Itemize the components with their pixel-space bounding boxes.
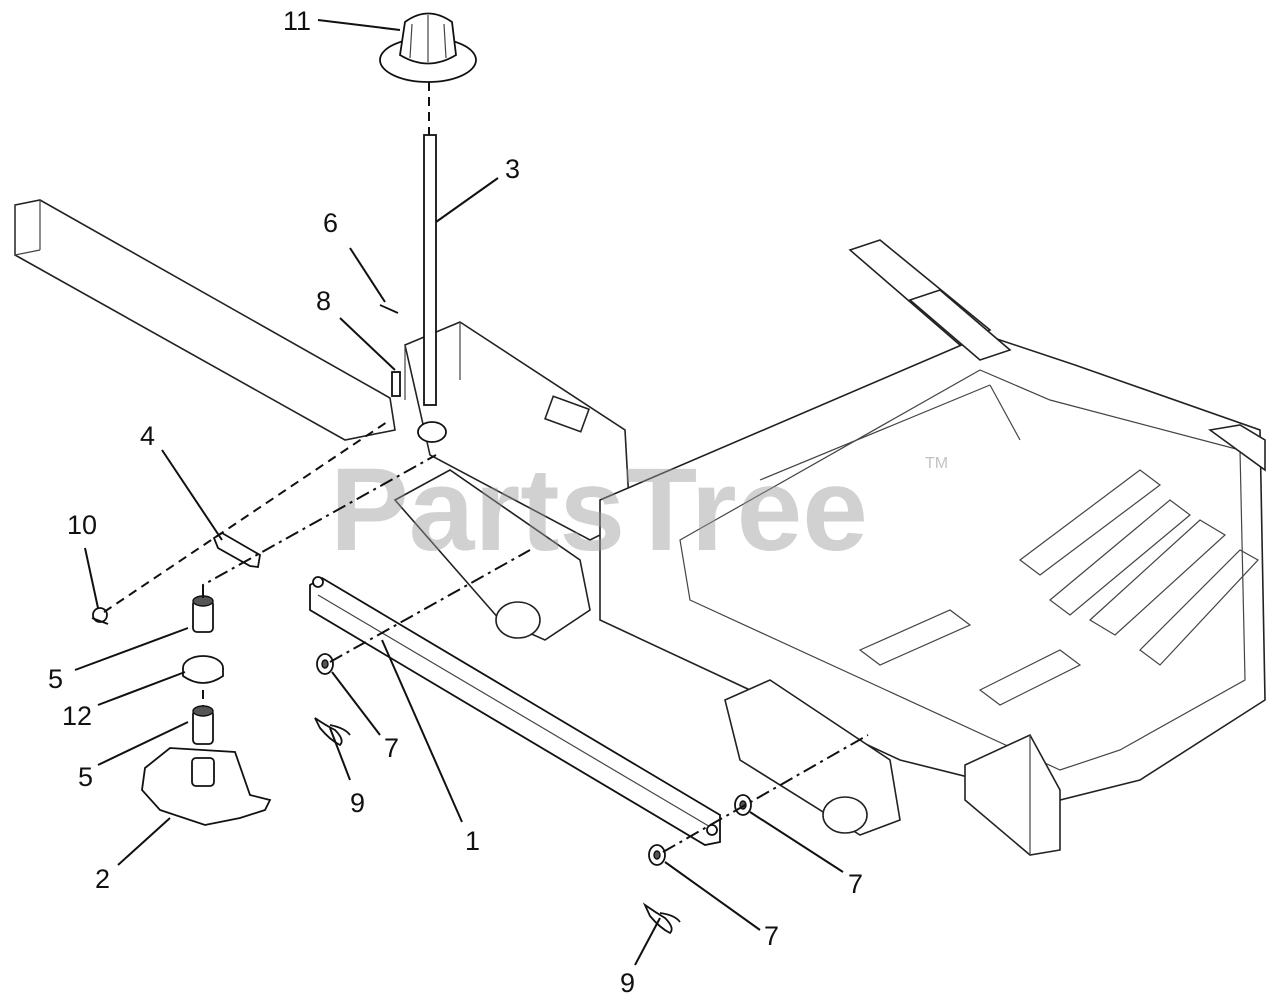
watermark: PartsTree TM	[330, 444, 948, 576]
callout-11: 11	[283, 6, 311, 36]
part-9-clip-a	[314, 717, 351, 747]
callout-9-a: 9	[350, 788, 365, 818]
callout-1: 1	[465, 826, 480, 856]
leader-lines	[74, 19, 844, 966]
part-7-washer-a	[316, 653, 334, 675]
callout-9-b: 9	[620, 968, 635, 998]
part-7-washer-b	[734, 794, 752, 816]
callout-3: 3	[505, 154, 520, 184]
watermark-tm: TM	[925, 455, 948, 472]
rod-bushing	[417, 421, 447, 443]
part-6-pin	[379, 304, 399, 314]
callout-4: 4	[140, 421, 155, 451]
part-2-height-plate	[141, 747, 272, 826]
callout-5-upper: 5	[48, 664, 63, 694]
callout-8: 8	[316, 286, 331, 316]
part-3-height-rod	[423, 82, 437, 406]
part-8-key	[391, 371, 401, 397]
part-11-height-knob	[379, 12, 477, 83]
part-10-screw	[91, 607, 109, 625]
callout-10: 10	[67, 510, 97, 540]
part-7-washer-c	[648, 844, 666, 866]
callout-labels: 11 3 6 8 4 10 5 12 5 2 7 9 1 7 7 9	[48, 6, 863, 998]
part-9-clip-b	[642, 902, 681, 935]
callout-5-lower: 5	[78, 762, 93, 792]
callout-2: 2	[95, 864, 110, 894]
part-12-gear	[182, 655, 224, 684]
callout-12: 12	[62, 701, 92, 731]
watermark-text: PartsTree	[330, 444, 868, 576]
callout-7-c: 7	[764, 921, 779, 951]
mower-frame	[14, 199, 1266, 856]
part-1-lift-bar	[309, 576, 721, 846]
callout-6: 6	[323, 208, 338, 238]
callout-7-b: 7	[848, 869, 863, 899]
chassis-slots	[858, 469, 1259, 706]
part-5-upper-spacer	[192, 595, 214, 633]
assembly-lines	[103, 419, 869, 853]
callout-7-a: 7	[384, 733, 399, 763]
part-5-lower-spacer	[192, 705, 214, 745]
